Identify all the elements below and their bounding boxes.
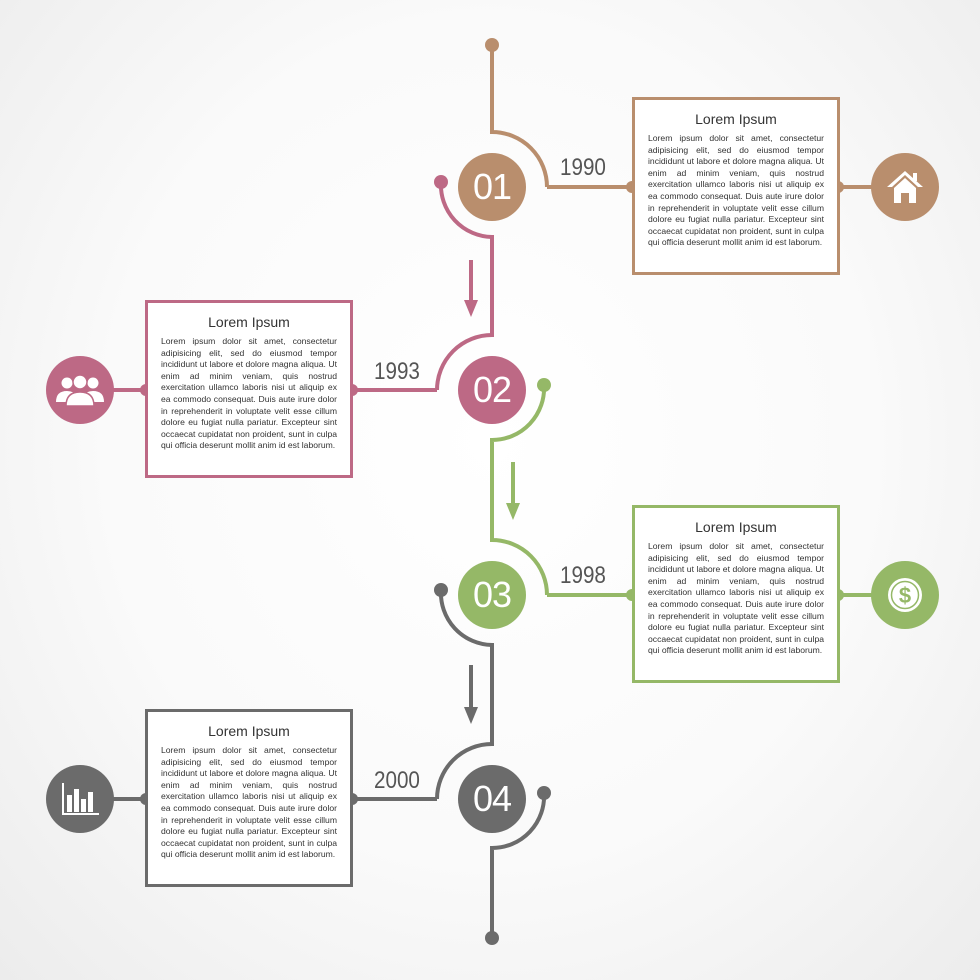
timeline-segment-3 xyxy=(490,384,549,596)
card-body: Lorem ipsum dolor sit amet, consectetur … xyxy=(161,745,337,860)
step-card-1: Lorem Ipsum Lorem ipsum dolor sit amet, … xyxy=(632,97,840,275)
step-year-2: 1993 xyxy=(374,358,420,385)
people-icon xyxy=(46,356,114,424)
svg-text:$: $ xyxy=(899,583,911,608)
timeline-segment-2 xyxy=(435,181,494,391)
step-number-3: 03 xyxy=(458,561,526,629)
timeline-branch-dot-end xyxy=(537,786,551,800)
card-title: Lorem Ipsum xyxy=(695,111,777,127)
timeline-start-dot xyxy=(485,38,499,52)
dollar-icon: $ xyxy=(871,561,939,629)
home-icon xyxy=(871,153,939,221)
timeline-branch-dot-2 xyxy=(434,175,448,189)
card-title: Lorem Ipsum xyxy=(695,519,777,535)
arrow-1-head xyxy=(464,300,478,317)
step-number-2: 02 xyxy=(458,356,526,424)
step-card-4: Lorem Ipsum Lorem ipsum dolor sit amet, … xyxy=(145,709,353,887)
timeline-branch-dot-3 xyxy=(537,378,551,392)
timeline-branch-dot-4 xyxy=(434,583,448,597)
timeline-segment-4 xyxy=(435,589,494,800)
step-card-3: Lorem Ipsum Lorem ipsum dolor sit amet, … xyxy=(632,505,840,683)
card-title: Lorem Ipsum xyxy=(208,723,290,739)
arrow-2-head xyxy=(506,503,520,520)
arrow-3-head xyxy=(464,707,478,724)
card-title: Lorem Ipsum xyxy=(208,314,290,330)
timeline-segment-end xyxy=(490,792,547,938)
timeline-end-dot xyxy=(485,931,499,945)
timeline-segment-1 xyxy=(490,45,549,188)
step-year-1: 1990 xyxy=(560,154,606,181)
bar-chart-icon xyxy=(46,765,114,833)
step-number-1: 01 xyxy=(458,153,526,221)
card-body: Lorem ipsum dolor sit amet, consectetur … xyxy=(161,336,337,451)
step-year-3: 1998 xyxy=(560,562,606,589)
card-body: Lorem ipsum dolor sit amet, consectetur … xyxy=(648,133,824,248)
step-number-4: 04 xyxy=(458,765,526,833)
step-year-4: 2000 xyxy=(374,767,420,794)
step-card-2: Lorem Ipsum Lorem ipsum dolor sit amet, … xyxy=(145,300,353,478)
card-body: Lorem ipsum dolor sit amet, consectetur … xyxy=(648,541,824,656)
